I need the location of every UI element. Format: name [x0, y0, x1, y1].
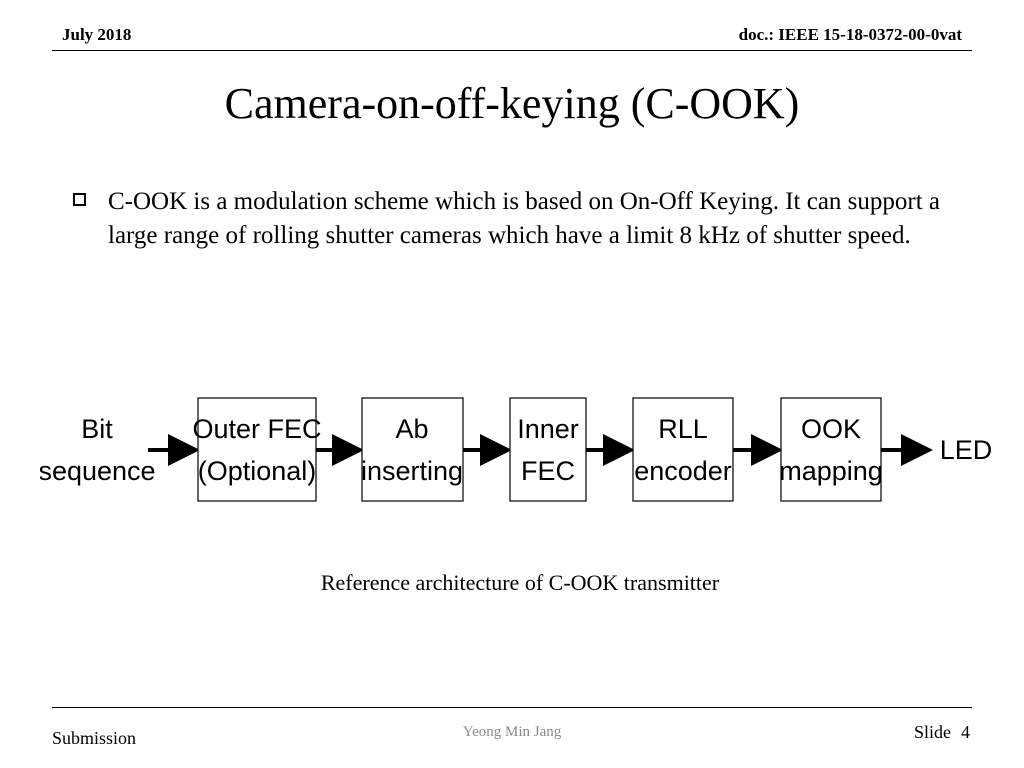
- block-4-line2: encoder: [634, 456, 732, 486]
- input-label-line1: Bit: [81, 414, 113, 444]
- block-1-line2: (Optional): [198, 456, 317, 486]
- output-label: LED: [940, 435, 993, 465]
- architecture-diagram-svg: Bit sequence Outer FEC (Optional) Ab ins…: [40, 397, 993, 502]
- block-ab-inserting: [361, 397, 464, 502]
- block-3-line2: FEC: [521, 456, 575, 486]
- slide-label: Slide: [913, 722, 951, 742]
- block-5-line1: OOK: [801, 414, 861, 444]
- bullet-text: C-OOK is a modulation scheme which is ba…: [108, 188, 941, 249]
- block-ook-mapping: [780, 397, 882, 502]
- footer-divider: [52, 707, 972, 708]
- footer-submission: Submission: [52, 728, 137, 748]
- block-2-line1: Ab: [395, 414, 428, 444]
- block-inner-fec: [509, 397, 587, 502]
- input-label-line2: sequence: [40, 456, 156, 486]
- slide-number: 4: [961, 722, 970, 742]
- checkbox-bullet-icon: [73, 193, 86, 206]
- header-date: July 2018: [62, 25, 132, 44]
- architecture-diagram: Bit sequence Outer FEC (Optional) Ab ins…: [40, 390, 1000, 520]
- slide-title: Camera-on-off-keying (C-OOK): [224, 79, 800, 128]
- block-3-line1: Inner: [517, 414, 579, 444]
- header-divider: [52, 50, 972, 51]
- block-outer-fec: [197, 397, 317, 502]
- block-1-line1: Outer FEC: [192, 414, 321, 444]
- block-5-line2: mapping: [779, 456, 883, 486]
- footer-author: Yeong Min Jang: [462, 724, 562, 740]
- header-doc-id: doc.: IEEE 15-18-0372-00-0vat: [738, 25, 962, 44]
- footer-slide-number: Slide 4: [914, 722, 970, 743]
- block-rll-encoder: [632, 397, 734, 502]
- diagram-caption: Reference architecture of C-OOK transmit…: [320, 570, 720, 595]
- block-2-line2: inserting: [361, 456, 463, 486]
- block-4-line1: RLL: [658, 414, 708, 444]
